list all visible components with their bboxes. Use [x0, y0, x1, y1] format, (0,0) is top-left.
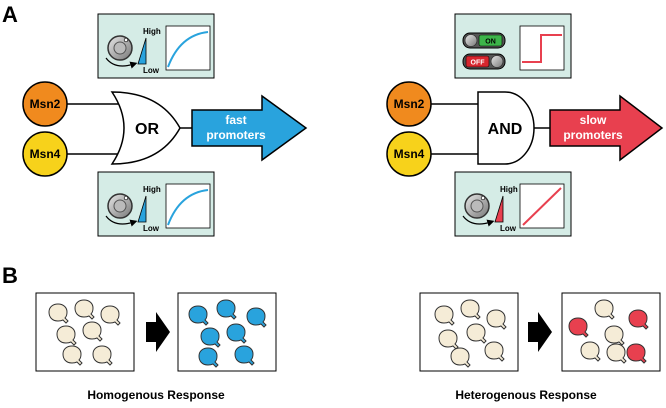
msn2-label: Msn2 [394, 97, 425, 111]
dial-box-bottom-left: High Low [97, 171, 215, 237]
dial-knob-icon [462, 193, 495, 227]
slow-label: slow [580, 113, 607, 127]
msn2-label: Msn2 [30, 97, 61, 111]
panel-a-letter: A [2, 2, 18, 27]
transition-arrow-icon [528, 312, 552, 352]
heterogenous-response-group: Heterogenous Response [419, 292, 661, 402]
dial-box-top-left: High Low [97, 13, 215, 79]
dial-low-label: Low [143, 224, 160, 233]
panel-b-letter: B [2, 263, 18, 288]
homogenous-response-group: Homogenous Response [35, 292, 277, 402]
msn4-node: Msn4 [22, 131, 68, 177]
fast-promoters-arrow: fast promoters [191, 94, 308, 162]
and-gate: AND [477, 91, 535, 165]
msn4-label: Msn4 [394, 147, 425, 161]
promoters-label: promoters [206, 128, 266, 142]
response-curve-plot [165, 25, 211, 71]
off-switch-icon: OFF [462, 53, 506, 70]
dial-knob-icon [105, 35, 138, 69]
dial-high-label: High [500, 185, 518, 194]
dial-high-label: High [143, 27, 161, 36]
dial-low-label: Low [143, 66, 160, 75]
msn2-node: Msn2 [386, 81, 432, 127]
response-curve-plot [165, 183, 211, 229]
level-wedge-icon [137, 37, 147, 65]
fast-label: fast [225, 113, 246, 127]
promoters-label: promoters [563, 128, 623, 142]
dial-box-bottom-right: High Low [454, 171, 572, 237]
msn4-node: Msn4 [386, 131, 432, 177]
transition-arrow-icon [146, 312, 170, 352]
step-response-plot [519, 25, 565, 71]
level-wedge-icon [494, 195, 504, 223]
homogenous-caption: Homogenous Response [87, 388, 225, 402]
and-circuit: ON OFF Msn2 Msn4 [386, 13, 664, 237]
or-gate-label: OR [135, 121, 159, 138]
switch-off-label: OFF [471, 60, 486, 67]
dial-low-label: Low [500, 224, 517, 233]
msn4-label: Msn4 [30, 147, 61, 161]
msn2-node: Msn2 [22, 81, 68, 127]
level-wedge-icon [137, 195, 147, 223]
dial-high-label: High [143, 185, 161, 194]
or-gate: OR [110, 91, 181, 165]
and-gate-label: AND [488, 121, 523, 138]
heterogenous-caption: Heterogenous Response [455, 388, 597, 402]
switch-box: ON OFF [454, 13, 572, 79]
dial-knob-icon [105, 193, 138, 227]
switch-on-label: ON [485, 39, 496, 46]
or-circuit: High Low Msn2 Msn4 OR fast [22, 13, 308, 237]
slow-promoters-arrow: slow promoters [549, 94, 664, 162]
linear-response-plot [519, 183, 565, 229]
on-switch-icon: ON [462, 32, 506, 49]
